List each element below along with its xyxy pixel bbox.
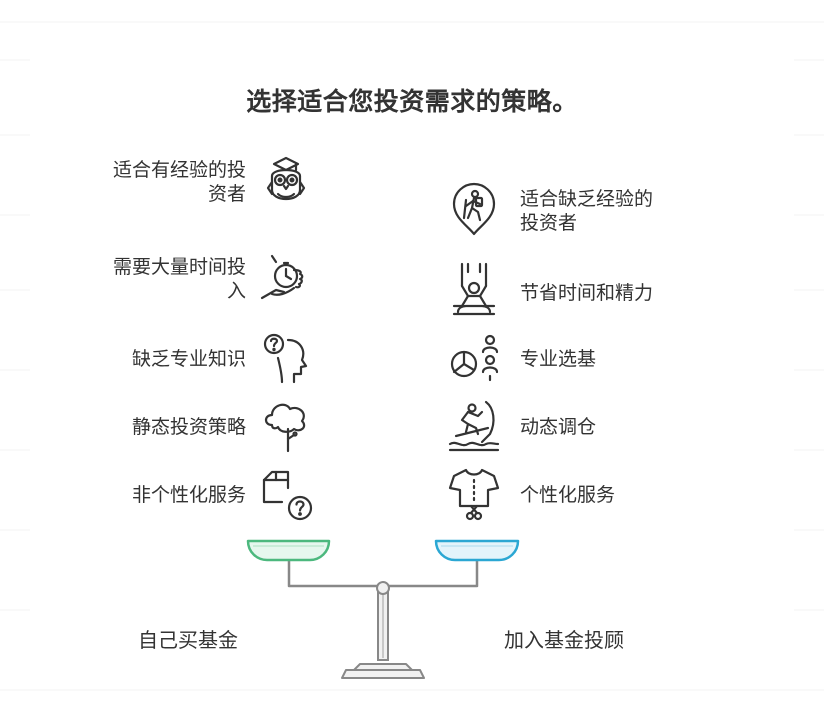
scale-pivot <box>376 581 390 595</box>
right-item-label: 专业选基 <box>520 348 597 370</box>
right-item-pro-selection: 专业选基 <box>520 346 720 372</box>
hiker-pin-icon <box>446 180 502 236</box>
tailored-shirt-icon <box>446 466 502 522</box>
left-item-lack-expertise: 缺乏专业知识 <box>40 346 246 372</box>
stopwatch-hand-icon <box>258 250 314 306</box>
swing-icon <box>446 262 502 318</box>
left-item-static-strategy: 静态投资策略 <box>40 414 246 440</box>
left-item-label: 缺乏专业知识 <box>131 348 246 370</box>
surfer-icon <box>446 398 502 454</box>
left-item-experienced: 适合有经验的投 资者 <box>40 156 246 208</box>
right-item-save-time: 节省时间和精力 <box>520 280 720 306</box>
left-item-label: 静态投资策略 <box>131 416 246 438</box>
right-item-personalized: 个性化服务 <box>520 482 720 508</box>
right-item-label: 节省时间和精力 <box>520 282 654 304</box>
right-item-label: 动态调仓 <box>520 416 597 438</box>
left-item-label: 需要大量时间投 入 <box>112 256 246 302</box>
scale-base-bottom <box>341 669 425 679</box>
left-item-label: 适合有经验的投 资者 <box>112 159 246 205</box>
left-item-non-personalized: 非个性化服务 <box>40 482 246 508</box>
right-item-beginner: 适合缺乏经验的 投资者 <box>520 185 720 237</box>
diagram-title: 选择适合您投资需求的策略。 <box>246 87 578 116</box>
right-option-label: 加入基金投顾 <box>504 628 624 652</box>
left-item-time-consuming: 需要大量时间投 入 <box>40 253 246 305</box>
box-question-icon <box>258 468 314 524</box>
graduate-owl-icon <box>258 154 314 210</box>
left-pan <box>246 539 331 562</box>
tree-icon <box>258 397 314 453</box>
pie-people-icon <box>446 330 502 386</box>
right-item-dynamic-rebalance: 动态调仓 <box>520 414 720 440</box>
left-option-label: 自己买基金 <box>138 628 238 652</box>
question-head-icon <box>258 330 314 386</box>
right-item-label: 适合缺乏经验的 投资者 <box>520 188 654 234</box>
right-item-label: 个性化服务 <box>520 484 616 506</box>
right-pan <box>434 539 520 562</box>
left-item-label: 非个性化服务 <box>131 484 246 506</box>
